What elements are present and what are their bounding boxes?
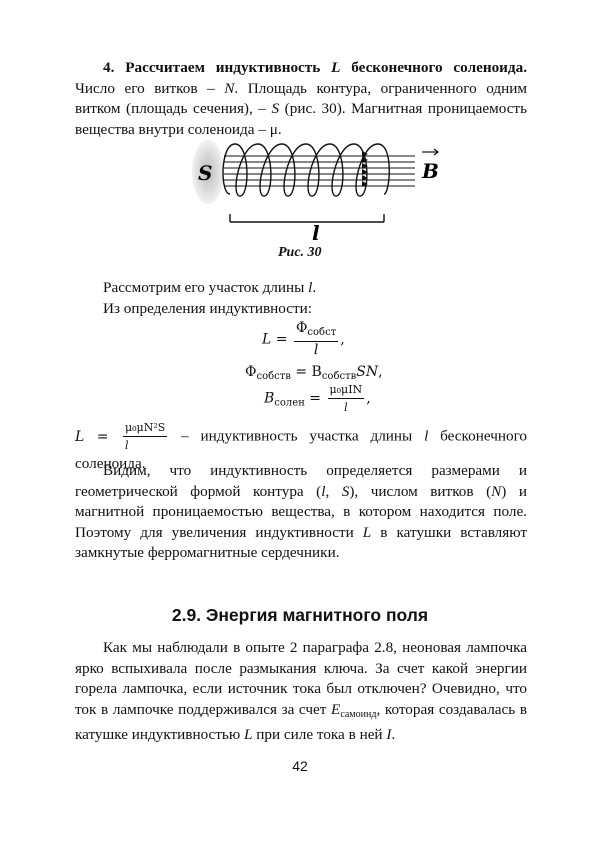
cross-section-ellipse <box>192 140 224 204</box>
var-L: L <box>244 726 253 743</box>
vector-arrow-over-b <box>422 148 439 156</box>
paragraph-2: Рассмотрим его участок длины l. Из опред… <box>75 278 527 319</box>
eq1-num-sub: собст <box>307 327 337 338</box>
eq2-lhs-sub: собств <box>256 371 291 382</box>
paragraph-4: Как мы наблюдали в опыте 2 параграфа 2.8… <box>75 638 527 746</box>
heading-var: L <box>331 59 341 76</box>
length-bracket <box>229 214 385 223</box>
eq3-lhs: B <box>264 390 275 407</box>
var-e: E <box>331 700 341 718</box>
var-l: l <box>424 427 429 445</box>
eq4-lhs: L <box>75 428 85 445</box>
text-segment: ), числом витков ( <box>349 482 492 500</box>
text-segment: Рассмотрим его участок длины <box>103 279 305 296</box>
text-segment: Число его витков – <box>75 79 215 97</box>
label-s: S <box>198 161 212 185</box>
var-I: I <box>386 726 392 743</box>
text-segment: Видим, что индуктивность определяется ра… <box>75 462 527 500</box>
text-segment: , <box>325 482 342 500</box>
eq4-den: l <box>124 439 129 452</box>
eq3-num: μ₀μIN <box>327 381 365 399</box>
solenoid-figure: S B l <box>192 140 439 245</box>
text-segment: Как мы наблюдали в опыте 2 параграфа 2.8… <box>75 639 527 718</box>
equation-2: Φсобств = BсобствSN, <box>245 364 383 382</box>
var-n: N <box>491 482 502 500</box>
equation-4-paragraph: L = μ₀μN²S l – индуктивность участка дли… <box>75 419 528 473</box>
var-s: S <box>271 100 280 117</box>
section-title: 2.9. Энергия магнитного поля <box>171 605 429 625</box>
text-segment: , которая создавалась в катушке индуктив… <box>75 700 527 744</box>
text-segment: при силе тока в ней <box>256 726 383 743</box>
eq4-num: μ₀μN²S <box>122 419 168 437</box>
eq2-rhs: B <box>311 364 322 380</box>
intro-paragraph: 4. Рассчитаем индуктивность L бесконечно… <box>75 58 527 140</box>
text-segment: (рис. 30). Магнитная проницаемость вещес… <box>75 100 528 138</box>
figure-caption: Рис. 30 <box>278 245 322 260</box>
text-segment: . Площадь контура, ограниченного одним в… <box>75 79 527 118</box>
equation-3: Bсолен = μ₀μIN l , <box>264 381 371 414</box>
heading-rest: бесконечного соленоида. <box>351 59 527 76</box>
var-e-sub: самоинд <box>340 708 377 720</box>
paragraph-3: Видим, что индуктивность определяется ра… <box>75 461 527 564</box>
text-line: Из определения индуктивности: <box>103 299 312 317</box>
eq3-lhs-sub: солен <box>274 397 305 409</box>
label-l: l <box>312 221 320 245</box>
var-l: l <box>321 482 326 500</box>
eq2-rhs-rest: SN <box>356 364 379 380</box>
text-segment: ) и магнитной проницаемостью вещества, в… <box>75 482 527 541</box>
text-segment: – индуктивность участка длины <box>181 427 413 445</box>
text-segment: . <box>391 726 396 743</box>
var-L: L <box>362 523 372 541</box>
var-n: N <box>224 79 235 97</box>
var-l: l <box>308 279 313 296</box>
page-number: 42 <box>292 758 308 774</box>
label-b: B <box>421 159 439 183</box>
eq2-lhs: Φ <box>245 364 257 380</box>
equation-1: L = Φсобст l , <box>262 320 345 358</box>
heading-text: 4. Рассчитаем индуктивность <box>103 59 321 76</box>
var-s: S <box>341 482 350 500</box>
eq1-num: Φ <box>295 320 308 336</box>
eq3-den: l <box>344 401 348 414</box>
eq2-rhs-sub: собств <box>321 371 357 382</box>
text-segment: бесконечного соленоида. <box>75 427 528 473</box>
coil-winding <box>222 143 390 197</box>
eq1-den: l <box>313 342 319 358</box>
text-segment: в катушки вставляют замкнутые ферромагни… <box>75 523 528 562</box>
eq1-lhs: L <box>262 331 272 348</box>
